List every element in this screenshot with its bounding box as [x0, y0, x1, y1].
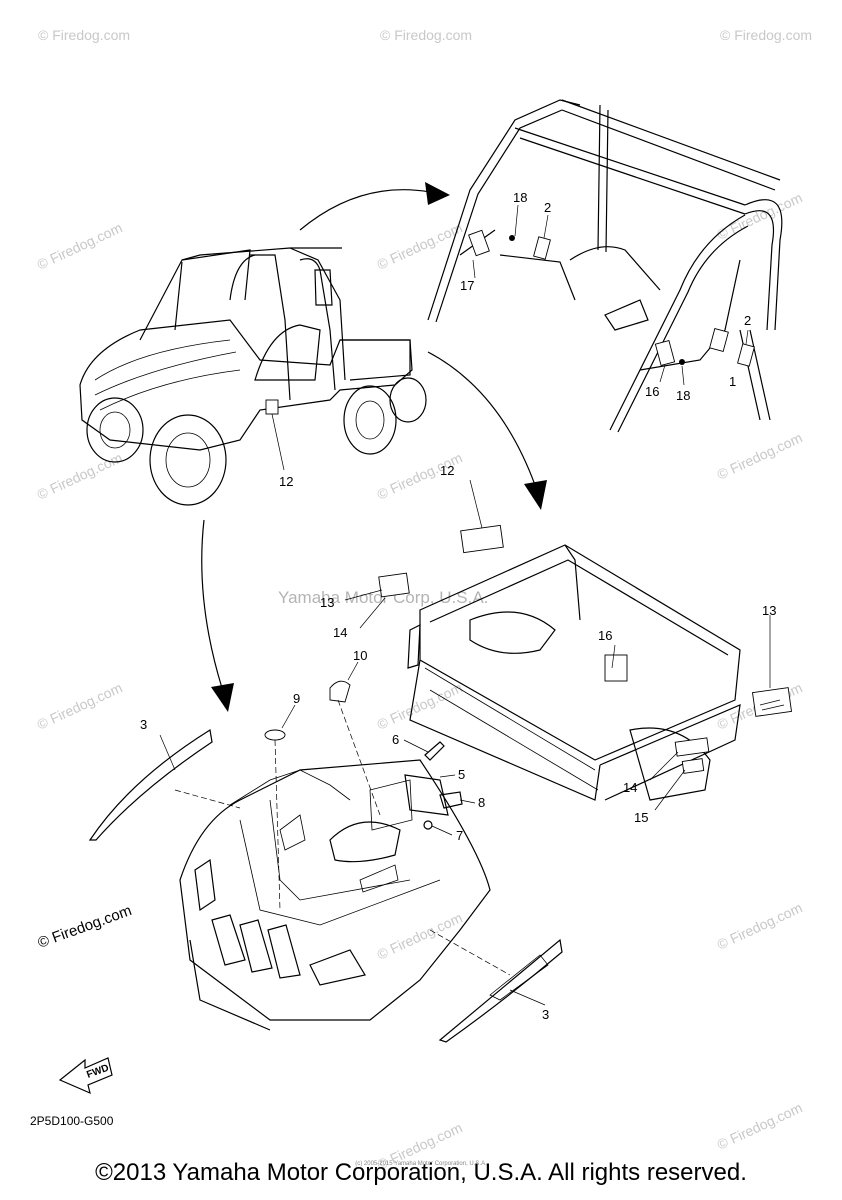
decal-13-left [378, 572, 410, 598]
decal-3 [438, 938, 563, 1043]
watermark: © Firedog.com [375, 219, 465, 272]
plate-5 [404, 774, 449, 816]
callout-7: 7 [456, 828, 463, 843]
watermark-dark: © Firedog.com [36, 902, 134, 952]
fwd-arrow-icon [58, 1057, 113, 1095]
callout-10: 10 [353, 648, 367, 663]
callout-1: 1 [729, 374, 736, 389]
decal-11 [265, 399, 279, 415]
fwd-label: FWD [85, 1063, 110, 1081]
diagram-code: 2P5D100-G500 [30, 1114, 114, 1128]
callout-5: 5 [458, 767, 465, 782]
decal-2 [533, 236, 551, 260]
fine-print: (c) 2005-2015 Yamaha Motor Corporation, … [355, 1161, 487, 1167]
decal-1 [709, 327, 729, 353]
callout-18: 18 [676, 388, 690, 403]
emblem-9 [264, 729, 286, 741]
clip-8 [439, 791, 463, 809]
watermark: © Firedog.com [380, 27, 472, 43]
nut-7 [423, 820, 433, 830]
arrow-head-icon [211, 683, 234, 712]
callout-14: 15 [634, 810, 648, 825]
watermark: © Firedog.com [720, 27, 812, 43]
copyright-notice: ©2013 Yamaha Motor Corporation, U.S.A. A… [95, 1159, 747, 1186]
watermark: © Firedog.com [375, 909, 465, 962]
cargo-bed: 12 13 13 14 16 14 15 [320, 463, 793, 825]
callout-12: 12 [440, 463, 454, 478]
watermark: © Firedog.com [38, 27, 130, 43]
arrow-head-icon [524, 480, 547, 510]
callout-3: 3 [542, 1007, 549, 1022]
watermark: © Firedog.com [715, 189, 805, 242]
direction-arrows [201, 182, 547, 712]
rivet-18 [509, 235, 515, 241]
callout-12: 13 [762, 603, 776, 618]
watermark: © Firedog.com [35, 679, 125, 732]
callout-8: 8 [478, 795, 485, 810]
decal-14-right [681, 758, 705, 774]
decal-2b [737, 343, 755, 367]
callout-16: 16 [645, 384, 659, 399]
watermark: © Firedog.com [35, 219, 125, 272]
watermark: © Firedog.com [715, 899, 805, 952]
grommet-6 [424, 741, 445, 761]
front-hood: 3 3 9 10 6 5 8 7 [88, 648, 563, 1043]
watermark: © Firedog.com [715, 1099, 805, 1152]
callout-17: 17 [460, 278, 474, 293]
callout-13: 13 [320, 595, 334, 610]
callout-2: 2 [544, 200, 551, 215]
watermark: © Firedog.com [715, 429, 805, 482]
watermark: © Firedog.com [35, 449, 125, 502]
decal-13-right [674, 737, 710, 757]
callout-13: 14 [623, 780, 637, 795]
arrow-head-icon [425, 182, 450, 205]
vehicle-overview: 12 [79, 247, 427, 506]
emblem-10 [329, 680, 351, 703]
decal-4 [88, 729, 213, 841]
callout-9: 9 [293, 691, 300, 706]
callout-11: 12 [279, 474, 293, 489]
roll-cage-assembly: 18 2 17 2 1 16 18 [427, 99, 783, 433]
callout-6: 6 [392, 732, 399, 747]
rivet-18b [679, 359, 685, 365]
center-watermark: Yamaha Motor Corp, U.S.A. [278, 588, 488, 607]
decal-16 [654, 340, 676, 366]
callout-15: 16 [598, 628, 612, 643]
callout-18: 18 [513, 190, 527, 205]
fwd-indicator: FWD [58, 1057, 113, 1095]
callout-2: 2 [744, 313, 751, 328]
decal-12-top [460, 524, 504, 554]
decal-15 [604, 654, 628, 682]
callout-14: 14 [333, 625, 347, 640]
callout-4: 3 [140, 717, 147, 732]
decal-17 [468, 229, 490, 257]
watermark-layer: © Firedog.com © Firedog.com © Firedog.co… [35, 27, 813, 1173]
